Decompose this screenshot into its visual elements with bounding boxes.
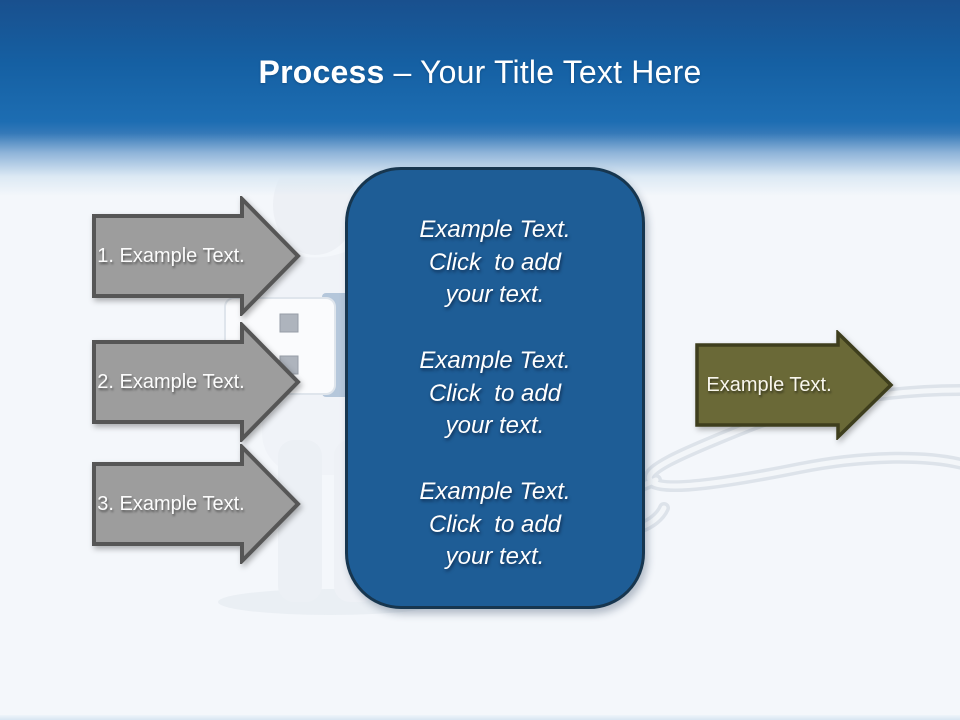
step-arrow-3: 3. Example Text. <box>92 444 302 564</box>
step-arrow-label: 2. Example Text. <box>97 370 245 393</box>
step-arrow-2: 2. Example Text. <box>92 322 302 442</box>
right-arrow-icon <box>92 444 301 564</box>
panel-text-block-3[interactable]: Example Text. Click to add your text. <box>419 478 571 570</box>
step-arrow-1: 1. Example Text. <box>92 196 302 316</box>
result-arrow-label: Example Text. <box>706 373 832 396</box>
page-title-keyword: Process <box>258 54 385 90</box>
right-arrow-icon <box>92 322 301 442</box>
step-arrow-label: 3. Example Text. <box>97 492 245 515</box>
page-title: Process– Your Title Text Here <box>0 54 960 91</box>
panel-text-block-1[interactable]: Example Text. Click to add your text. <box>419 216 571 308</box>
step-arrow-label: 1. Example Text. <box>97 244 245 267</box>
panel-text-block-2[interactable]: Example Text. Click to add your text. <box>419 347 571 439</box>
page-title-subtitle: – Your Title Text Here <box>393 54 702 90</box>
result-arrow: Example Text. <box>695 330 895 440</box>
right-arrow-icon <box>92 196 301 316</box>
right-arrow-icon <box>695 330 894 440</box>
center-text-panel: Example Text. Click to add your text. Ex… <box>345 167 645 609</box>
bottom-edge-strip <box>0 715 960 720</box>
